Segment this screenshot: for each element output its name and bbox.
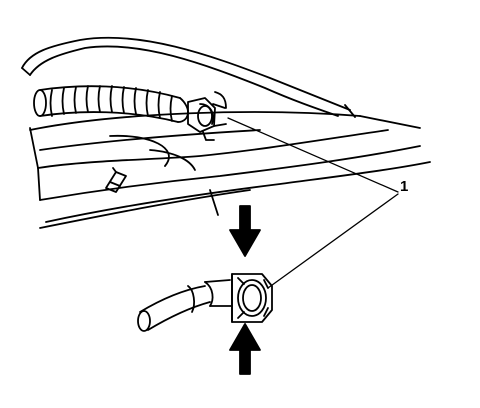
press-arrow-up [229,323,261,375]
corrugated-hose-upper [33,85,189,123]
press-arrow-down [229,205,261,257]
hose-lower [137,279,233,332]
upper-tube [21,36,356,118]
quick-connect-upper [187,91,227,141]
callout-leaders [227,117,399,289]
quick-connect-lower [231,273,273,323]
callout-label-1: 1 [400,178,409,195]
panel-clip [105,167,127,193]
body-panel [29,111,431,229]
